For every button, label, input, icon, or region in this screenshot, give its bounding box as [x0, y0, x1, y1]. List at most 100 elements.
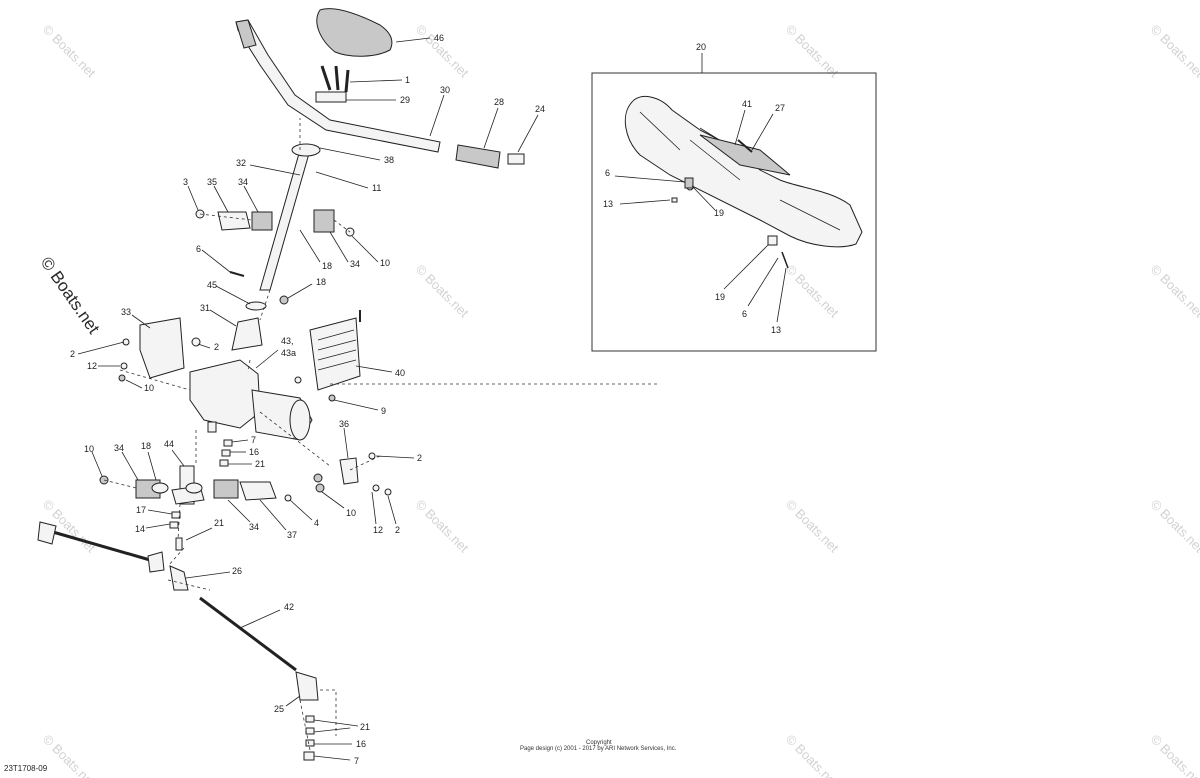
- motor-end-part: [289, 399, 311, 441]
- washer-part: [169, 521, 179, 529]
- callout-38: 38: [384, 155, 394, 165]
- watermark: © Boats.net: [783, 497, 842, 556]
- callout-34: 34: [114, 443, 124, 453]
- callout-34: 34: [238, 177, 248, 187]
- bolt-part: [284, 494, 292, 502]
- bushing-part: [213, 479, 239, 499]
- stud-part: [175, 537, 183, 551]
- tie-rod-end-part: [295, 671, 319, 701]
- callout-2: 2: [70, 349, 75, 359]
- callout-12: 12: [373, 525, 383, 535]
- document-id: 23T1708-09: [4, 764, 48, 773]
- callout-43: 43,: [281, 336, 294, 346]
- callout-40: 40: [395, 368, 405, 378]
- callout-21: 21: [214, 518, 224, 528]
- callout-29: 29: [400, 95, 410, 105]
- callout-27: 27: [775, 103, 785, 113]
- clamp-part: [315, 91, 347, 103]
- callout-9: 9: [381, 406, 386, 416]
- callout-35: 35: [207, 177, 217, 187]
- tie-rod-end-part: [147, 551, 165, 573]
- washer-part: [305, 739, 315, 747]
- callout-12: 12: [87, 361, 97, 371]
- callout-2: 2: [417, 453, 422, 463]
- callout-10: 10: [380, 258, 390, 268]
- washer-part: [305, 715, 315, 723]
- watermark: © Boats.net: [1148, 732, 1200, 778]
- callout-44: 44: [164, 439, 174, 449]
- washer-part: [671, 197, 678, 203]
- watermark: © Boats.net: [40, 732, 99, 778]
- callout-45: 45: [207, 280, 217, 290]
- callout-46: 46: [434, 33, 444, 43]
- callout-2: 2: [395, 525, 400, 535]
- steering-assembly: [37, 8, 660, 761]
- callout-21: 21: [360, 722, 370, 732]
- callout-6: 6: [605, 168, 610, 178]
- end-plug-part: [507, 153, 525, 165]
- nut-part: [315, 483, 325, 493]
- callout-16: 16: [249, 447, 259, 457]
- callout-3: 3: [183, 177, 188, 187]
- bolt-part: [368, 452, 376, 460]
- callout-33: 33: [121, 307, 131, 317]
- inset-box: 20: [591, 42, 877, 352]
- bolt-part: [120, 362, 128, 370]
- handlebar-cover-part: [316, 8, 393, 57]
- watermark: © Boats.net: [783, 22, 842, 81]
- power-steering-unit-part: [189, 359, 261, 429]
- watermark: © Boats.net: [40, 22, 99, 81]
- bushing-part: [251, 211, 273, 231]
- watermark: © Boats.net: [783, 262, 842, 321]
- watermark: © Boats.net: [783, 732, 842, 778]
- washer-part: [185, 482, 203, 494]
- watermark: © Boats.net: [413, 497, 472, 556]
- callout-36: 36: [339, 419, 349, 429]
- bushing-housing-part: [239, 481, 277, 501]
- tie-rod-end-part: [37, 521, 57, 545]
- washer-part: [372, 484, 380, 492]
- washer-part: [219, 459, 229, 467]
- callout-25: 25: [274, 704, 284, 714]
- callout-6: 6: [196, 244, 201, 254]
- callout-26: 26: [232, 566, 242, 576]
- callout-7: 7: [251, 435, 256, 445]
- callout-7: 7: [354, 756, 359, 766]
- column-plate-part: [291, 143, 321, 157]
- lower-bracket-part: [339, 457, 359, 485]
- nut-part: [303, 751, 315, 761]
- washer-part: [245, 301, 267, 311]
- callout-41: 41: [742, 99, 752, 109]
- nut-part: [313, 473, 323, 483]
- nut-part: [328, 394, 336, 402]
- clip-part: [684, 177, 694, 189]
- bushing-part: [313, 209, 335, 233]
- callout-18: 18: [322, 261, 332, 271]
- callout-14: 14: [135, 524, 145, 534]
- seat-cover-part: [624, 95, 863, 248]
- callout-28: 28: [494, 97, 504, 107]
- callout-13: 13: [771, 325, 781, 335]
- callout-11: 11: [372, 183, 381, 193]
- bracket-part: [217, 211, 251, 231]
- seat-bracket-part: [699, 134, 791, 176]
- callout-10: 10: [84, 444, 94, 454]
- washer-part: [171, 511, 181, 519]
- page-design-credit: Page design (c) 2001 - 2017 by ARI Netwo…: [520, 746, 677, 752]
- callout-19: 19: [715, 292, 725, 302]
- callout-18: 18: [316, 277, 326, 287]
- callout-4: 4: [314, 518, 319, 528]
- callout-42: 42: [284, 602, 294, 612]
- tie-rod-end-part: [169, 565, 189, 591]
- handlebar-grip-part: [235, 19, 257, 49]
- bolt-part: [191, 337, 201, 347]
- callout-13: 13: [603, 199, 613, 209]
- callout-2: 2: [214, 342, 219, 352]
- callout-30: 30: [440, 85, 450, 95]
- washer-part: [221, 449, 231, 457]
- copyright-label: Copyright: [586, 740, 612, 746]
- grip-part: [455, 144, 501, 169]
- callout-19: 19: [714, 208, 724, 218]
- watermark: © Boats.net: [1148, 262, 1200, 321]
- nut-part: [118, 374, 126, 382]
